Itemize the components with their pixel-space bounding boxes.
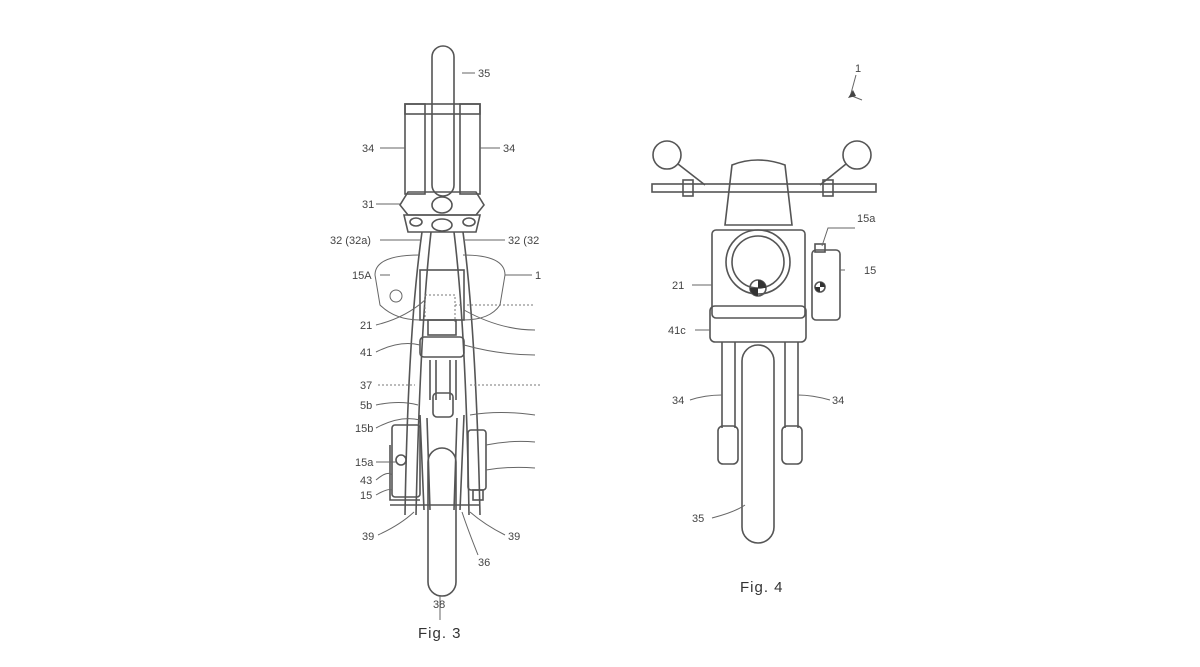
- label-21: 21: [360, 320, 372, 332]
- fig4-handlebar: [651, 183, 877, 193]
- label-34-left: 34: [362, 143, 374, 155]
- label-32a: 32 (32a): [330, 235, 371, 247]
- fig3-labels: 35 34 34 31 32 (32a) 32 (32 15A 1 21 41 …: [330, 68, 541, 642]
- label-36: 36: [478, 557, 490, 569]
- fig4-front-tire: [741, 344, 775, 544]
- fig3-box-41: [419, 336, 465, 358]
- label-43: 43: [360, 475, 372, 487]
- label-34-right: 34: [503, 143, 515, 155]
- label-15A: 15A: [352, 270, 372, 282]
- label-5b: 5b: [360, 400, 372, 412]
- label-15a: 15a: [857, 213, 876, 225]
- label-35: 35: [478, 68, 490, 80]
- fig3-center-cap: [431, 196, 453, 214]
- fig4-labels: 1 15a 15 21 41c 34 34 35 Fig. 4: [668, 63, 876, 596]
- label-1: 1: [535, 270, 541, 282]
- label-15: 15: [360, 490, 372, 502]
- fig4-left-mirror: [652, 140, 682, 170]
- label-41: 41: [360, 347, 372, 359]
- label-32b: 32 (32: [508, 235, 539, 247]
- label-15a: 15a: [355, 457, 374, 469]
- fig4-caption: Fig. 4: [740, 579, 784, 596]
- fig3-caption: Fig. 3: [418, 625, 462, 642]
- label-1: 1: [855, 63, 861, 75]
- fig4-windshield: [724, 159, 793, 226]
- fig4-box-41c: [709, 305, 807, 343]
- fig4-body-21: [711, 229, 806, 319]
- label-34-right: 34: [832, 395, 844, 407]
- fig3-rear-tire: [431, 45, 455, 197]
- fig4-drawing: [651, 74, 877, 544]
- fig3-clamp-lower: [402, 214, 482, 233]
- fig3-right-frame: [453, 231, 481, 516]
- fig3-left-grip: [404, 103, 426, 195]
- fig4-forks: [721, 342, 799, 428]
- fig3-left-frame: [404, 231, 432, 516]
- label-38: 38: [433, 599, 445, 611]
- label-34-left: 34: [672, 395, 684, 407]
- fig3-front-tire: [427, 447, 457, 597]
- label-41c: 41c: [668, 325, 686, 337]
- label-21: 21: [672, 280, 684, 292]
- label-15b: 15b: [355, 423, 373, 435]
- label-15: 15: [864, 265, 876, 277]
- fig3-device-right: [467, 429, 487, 491]
- fig4-right-mirror: [842, 140, 872, 170]
- label-39-left: 39: [362, 531, 374, 543]
- fig3-top-bar: [404, 103, 481, 115]
- label-35: 35: [692, 513, 704, 525]
- label-31: 31: [362, 199, 374, 211]
- fig3-fairing: [374, 254, 506, 321]
- fig4-tank-15: [811, 249, 841, 321]
- label-39-right: 39: [508, 531, 520, 543]
- fig3-right-grip: [459, 103, 481, 195]
- fig3-tank-15: [391, 424, 421, 498]
- fig3-drawing: [374, 45, 540, 620]
- label-37: 37: [360, 380, 372, 392]
